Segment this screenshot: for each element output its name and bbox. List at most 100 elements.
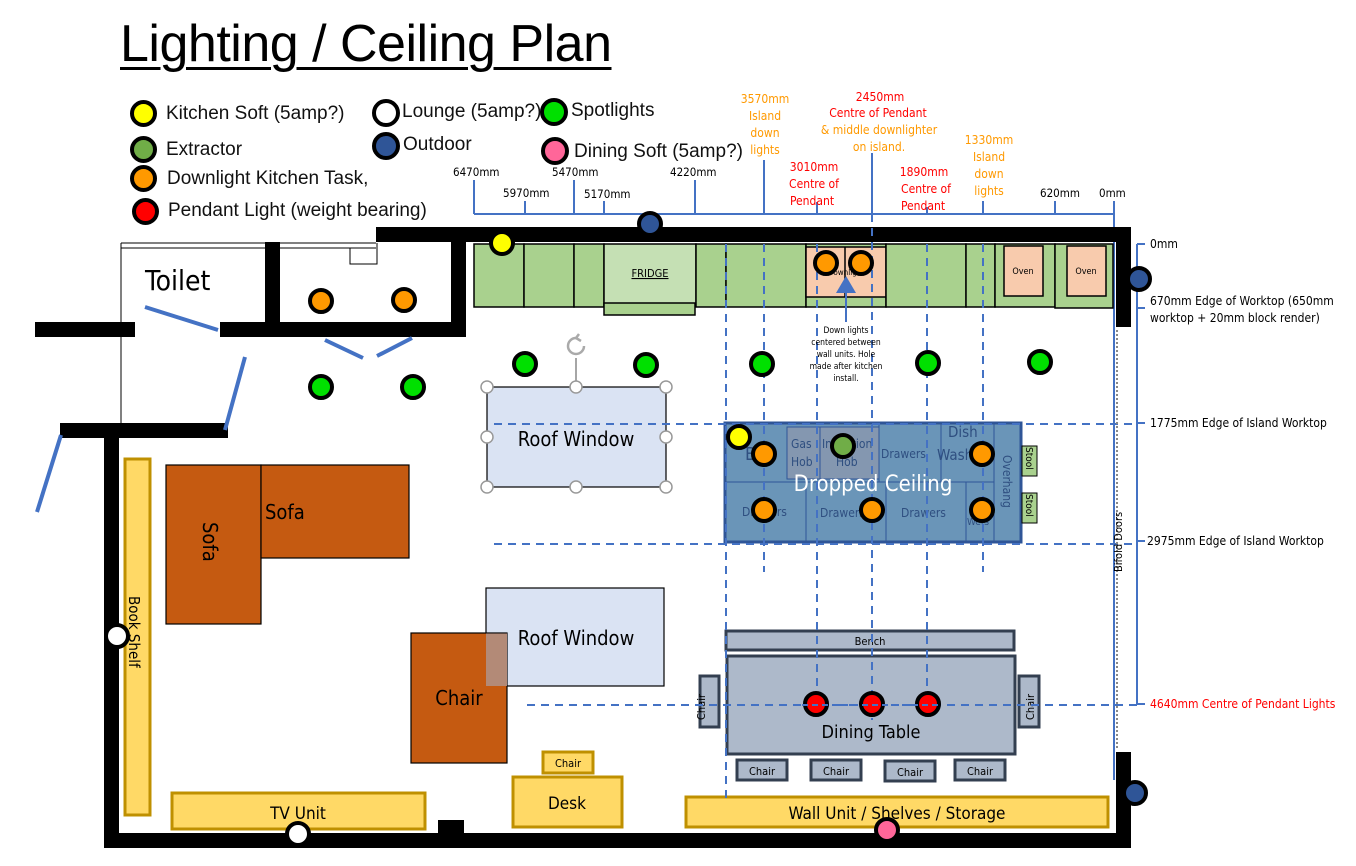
spotlight-icon <box>400 374 426 400</box>
chair-label: Chair <box>435 686 483 710</box>
dim-5470: 5470mm <box>552 165 598 179</box>
bifold-doors-label: Bifold Doors <box>1112 512 1125 572</box>
spotlight-icon <box>308 374 334 400</box>
island-cell-gas-hob: Gas <box>791 437 812 451</box>
island-cell-dish: Dish <box>948 423 978 441</box>
kitchen-soft-light-icon <box>489 230 515 256</box>
island-cell-overhang: Overhang <box>1000 455 1014 508</box>
desk-label: Desk <box>548 794 586 814</box>
island-cell-washer: Washer <box>937 446 988 464</box>
legend-downlight-icon <box>130 165 157 192</box>
dim-0: 0mm <box>1099 186 1126 200</box>
sofa-2 <box>260 464 410 559</box>
downlight-icon <box>969 441 995 467</box>
hob-unit-label: Downlight <box>828 268 865 277</box>
roof-window-2-label: Roof Window <box>518 626 635 650</box>
island-cell-gas-hob-2: Hob <box>791 455 813 469</box>
dim-3570-group: 3570mm Island down lights <box>741 92 790 157</box>
book-shelf-label: Book Shelf <box>125 596 143 669</box>
dim-1890-note-1: Centre of <box>901 182 952 196</box>
dining-soft-light-icon <box>874 817 900 843</box>
vdim-670-2: worktop + 20mm block render) <box>1150 311 1320 325</box>
spotlight-icon <box>512 351 538 377</box>
island-cell-drawers-4: Drawers <box>901 506 946 520</box>
dining-table <box>725 654 1017 756</box>
bottom-chair-4 <box>953 758 1007 782</box>
legend-lounge-icon <box>372 99 400 127</box>
vdim-670: 670mm Edge of Worktop (650mm <box>1150 294 1334 308</box>
desk-chair-label: Chair <box>555 757 582 770</box>
svg-text:install.: install. <box>833 374 858 384</box>
spotlight-icon <box>915 350 941 376</box>
legend-lounge-label: Lounge (5amp?) <box>402 101 542 122</box>
kitchen-soft-light-icon <box>726 424 752 450</box>
outdoor-light-icon <box>1126 266 1152 292</box>
island-title: Dropped Ceiling <box>794 472 953 497</box>
dim-3010: 3010mm <box>790 160 839 174</box>
roof-window-1-label: Roof Window <box>518 427 635 451</box>
side-chair-right <box>1017 674 1041 729</box>
wall-unit-label: Wall Unit / Shelves / Storage <box>789 804 1006 824</box>
vdim-0: 0mm <box>1150 237 1178 251</box>
fridge-label: FRIDGE <box>631 267 668 280</box>
legend-outdoor-label: Outdoor <box>403 134 472 155</box>
spotlight-icon <box>1027 349 1053 375</box>
page-title: Lighting / Ceiling Plan <box>120 15 612 73</box>
bottom-chair-1-label: Chair <box>749 765 776 778</box>
pendant-light-icon <box>859 691 885 717</box>
side-chair-left-label: Chair <box>695 693 708 720</box>
walls <box>35 227 1131 848</box>
svg-text:down: down <box>750 126 779 140</box>
dashed-guides <box>494 214 1137 800</box>
wall-unit <box>684 795 1110 829</box>
dim-620: 620mm <box>1040 186 1080 200</box>
sofa-2-label: Sofa <box>265 500 305 524</box>
bench-label: Bench <box>855 635 886 648</box>
svg-text:Island: Island <box>749 109 781 123</box>
stool-2 <box>1021 492 1038 524</box>
thin-walls <box>120 242 378 423</box>
roof-window-2 <box>485 587 665 687</box>
vdim-2975: 2975mm Edge of Island Worktop <box>1147 534 1324 548</box>
door-swings <box>35 305 413 513</box>
tv-unit <box>170 791 427 831</box>
legend-spotlights-icon <box>540 98 568 126</box>
stool-2-label: Stool <box>1023 494 1034 517</box>
dim-6470: 6470mm <box>453 165 499 179</box>
installation-note: Down lights centered between wall units.… <box>810 326 883 384</box>
light-fixtures <box>104 211 1152 847</box>
fridge <box>603 243 697 307</box>
hob-unit <box>805 246 887 298</box>
downlight-icon <box>308 288 334 314</box>
rotate-handle-icon <box>566 333 586 356</box>
stool-1-label: Stool <box>1023 447 1034 470</box>
oven-1 <box>1003 245 1044 297</box>
lounge-light-icon <box>285 821 311 847</box>
dim-5170: 5170mm <box>584 187 630 201</box>
outdoor-light-icon <box>1122 780 1148 806</box>
island-cell-drawers-3: Drawers <box>820 506 865 520</box>
legend-extractor-icon <box>130 136 157 163</box>
dining-table-label: Dining Table <box>821 722 920 743</box>
downlight-icon <box>859 497 885 523</box>
legend-extractor-label: Extractor <box>166 139 243 160</box>
svg-text:Down lights: Down lights <box>823 326 868 336</box>
vertical-dimension-line <box>1136 243 1145 705</box>
downlight-icon <box>848 250 874 276</box>
bottom-chair-3 <box>883 759 937 783</box>
legend-pendant-icon <box>132 198 159 225</box>
dim-3010-note-2: Pendant <box>790 194 834 208</box>
dim-5970: 5970mm <box>503 186 549 200</box>
spotlight-icon <box>633 352 659 378</box>
vdim-4640: 4640mm Centre of Pendant Lights <box>1150 697 1336 711</box>
svg-text:3570mm: 3570mm <box>741 92 790 106</box>
svg-text:Island: Island <box>973 150 1005 164</box>
kitchen-units <box>473 243 1114 316</box>
downlight-icon <box>391 287 417 313</box>
oven-2-label: Oven <box>1075 267 1096 277</box>
sofa-1-label: Sofa <box>198 522 222 562</box>
chair-window-overlap <box>486 633 507 686</box>
toilet-label: Toilet <box>144 264 211 297</box>
bottom-chair-2 <box>809 758 863 782</box>
